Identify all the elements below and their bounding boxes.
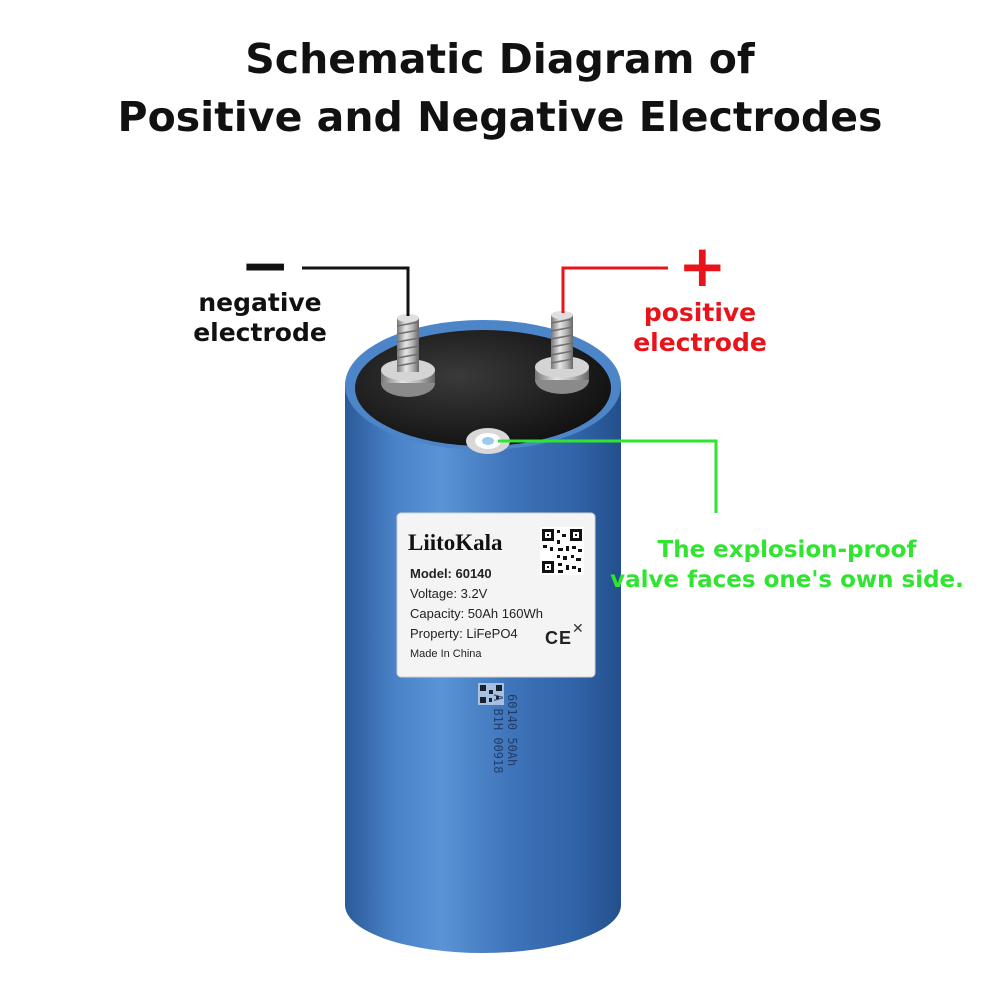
page-title: Schematic Diagram of Positive and Negati…: [0, 30, 1000, 146]
negative-label-line-2: electrode: [193, 318, 327, 347]
valve-label-line-1: The explosion-proof: [657, 537, 917, 563]
model-text: Model: 60140: [410, 566, 492, 581]
explosion-proof-valve: [466, 428, 510, 454]
positive-leader-line: [561, 266, 668, 313]
voltage-text: Voltage: 3.2V: [410, 586, 488, 601]
title-line-1: Schematic Diagram of: [245, 35, 755, 83]
property-text: Property: LiFePO4: [410, 626, 518, 641]
capacity-text: Capacity: 50Ah 160Wh: [410, 606, 543, 621]
battery-side-print: 60140 50Ah A B1H 00918: [491, 694, 519, 824]
valve-label-line-2: valve faces one's own side.: [610, 567, 964, 593]
qr-code: [540, 527, 584, 575]
positive-terminal-bolt: [535, 311, 589, 394]
negative-label-line-1: negative: [198, 288, 322, 317]
side-barcode: [478, 683, 504, 705]
valve-label: The explosion-proof valve faces one's ow…: [602, 535, 972, 595]
negative-leader-line: [302, 266, 410, 316]
weee-bin-icon: ✕: [572, 620, 584, 636]
negative-terminal-bolt: [381, 314, 435, 397]
side-print-line-1: 60140 50Ah: [505, 694, 519, 767]
positive-label-line-1: positive: [643, 298, 757, 327]
positive-electrode-label: positive electrode: [620, 298, 780, 358]
origin-text: Made In China: [410, 648, 482, 660]
negative-symbol: −: [240, 231, 291, 301]
negative-electrode-label: negative electrode: [180, 288, 340, 348]
ce-mark: CE: [545, 628, 573, 648]
side-print-line-2: A B1H 00918: [491, 694, 505, 774]
valve-leader-line: [498, 439, 718, 513]
positive-label-line-2: electrode: [633, 328, 767, 357]
brand-name: LiitoKala: [408, 530, 503, 555]
title-line-2: Positive and Negative Electrodes: [117, 93, 883, 141]
positive-symbol: +: [678, 232, 727, 300]
